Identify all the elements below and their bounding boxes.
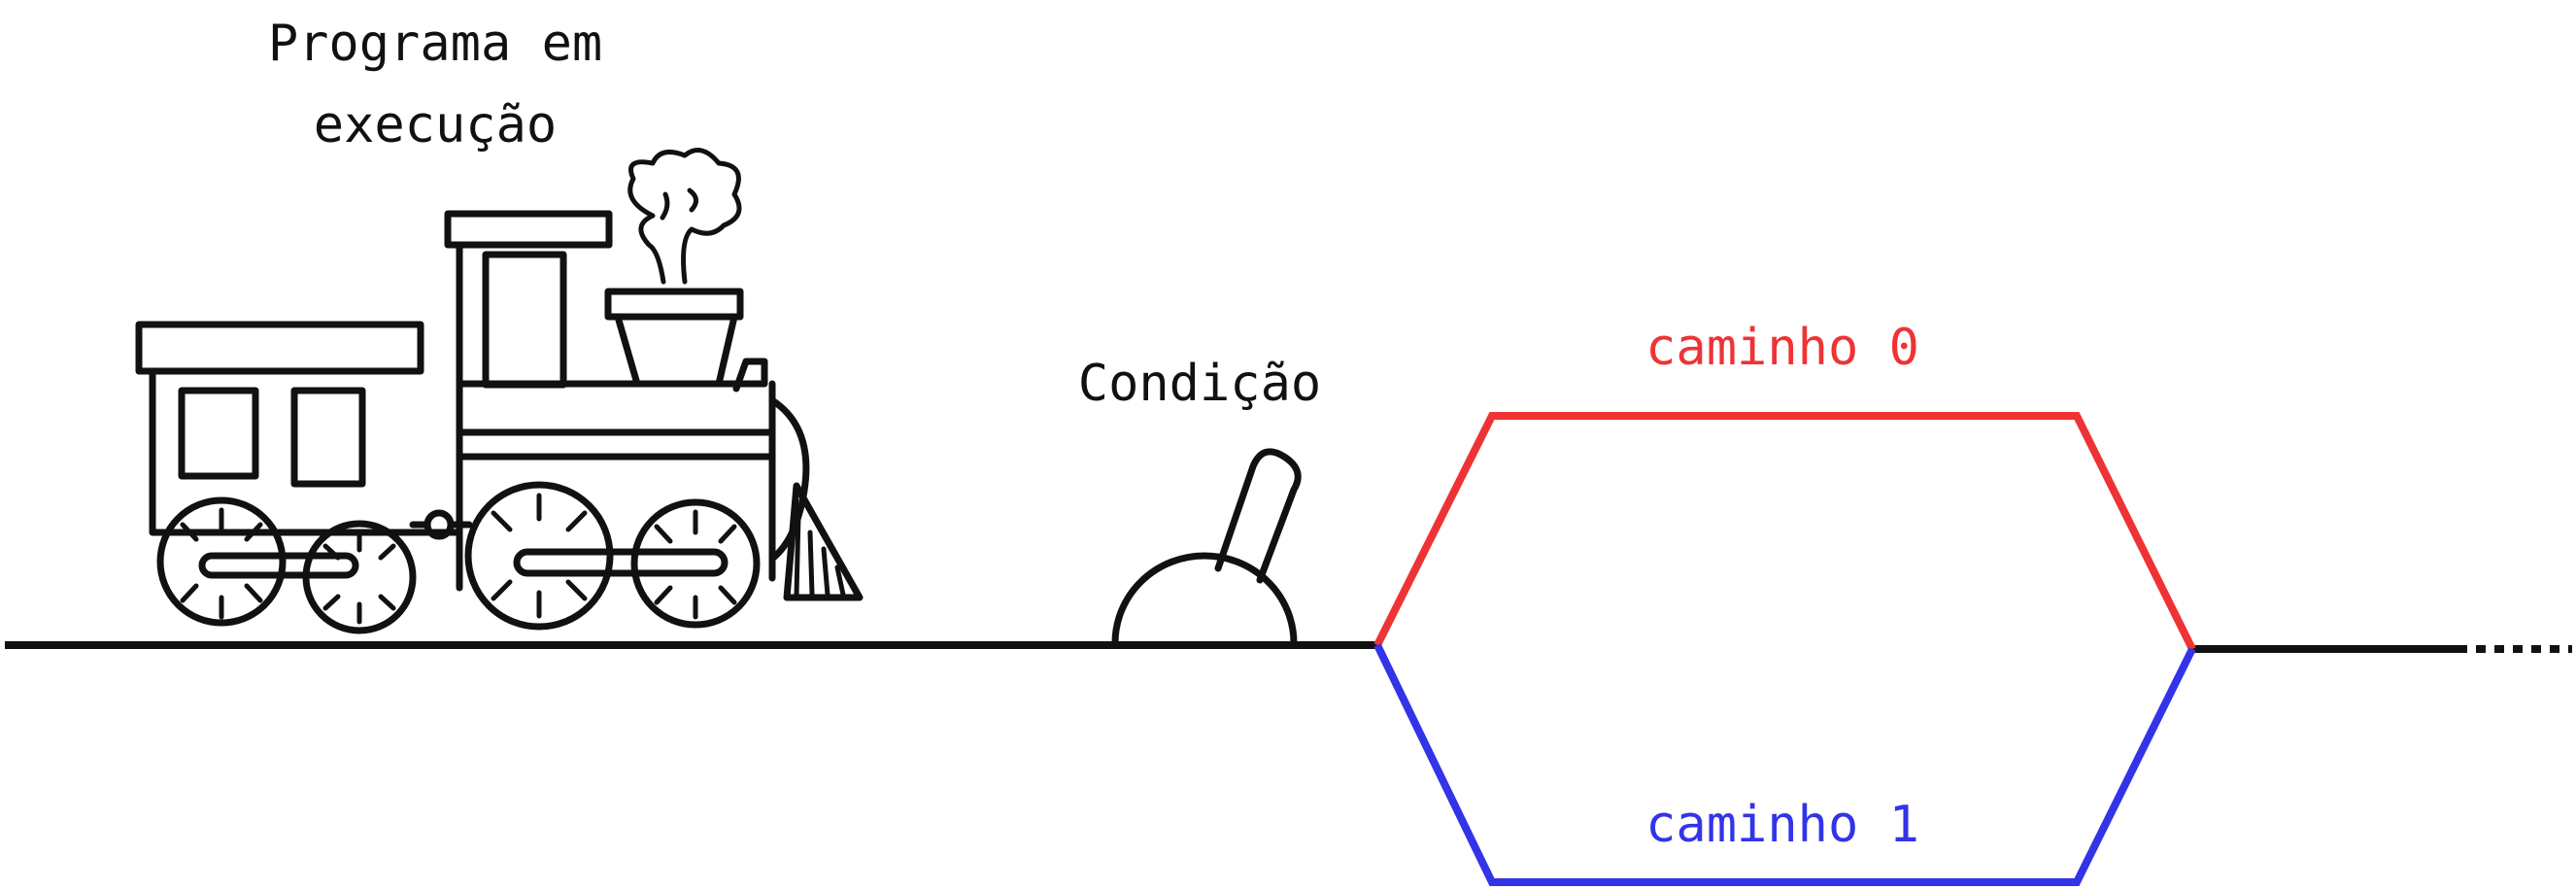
path-1-label: caminho 1 (1645, 796, 1919, 854)
wheel (630, 498, 761, 629)
path-0-label: caminho 0 (1645, 319, 1919, 377)
wheel (302, 520, 417, 634)
switch-lever-icon (1111, 448, 1302, 647)
path-1-line (1373, 643, 2196, 886)
path-0-line (1373, 412, 2196, 651)
wheel (464, 481, 614, 631)
steam-locomotive-icon (135, 148, 864, 634)
program-title-line1: Programa em (268, 15, 602, 73)
wheel (156, 496, 287, 627)
program-title-line2: execução (314, 96, 557, 154)
condition-label: Condição (1078, 355, 1321, 413)
